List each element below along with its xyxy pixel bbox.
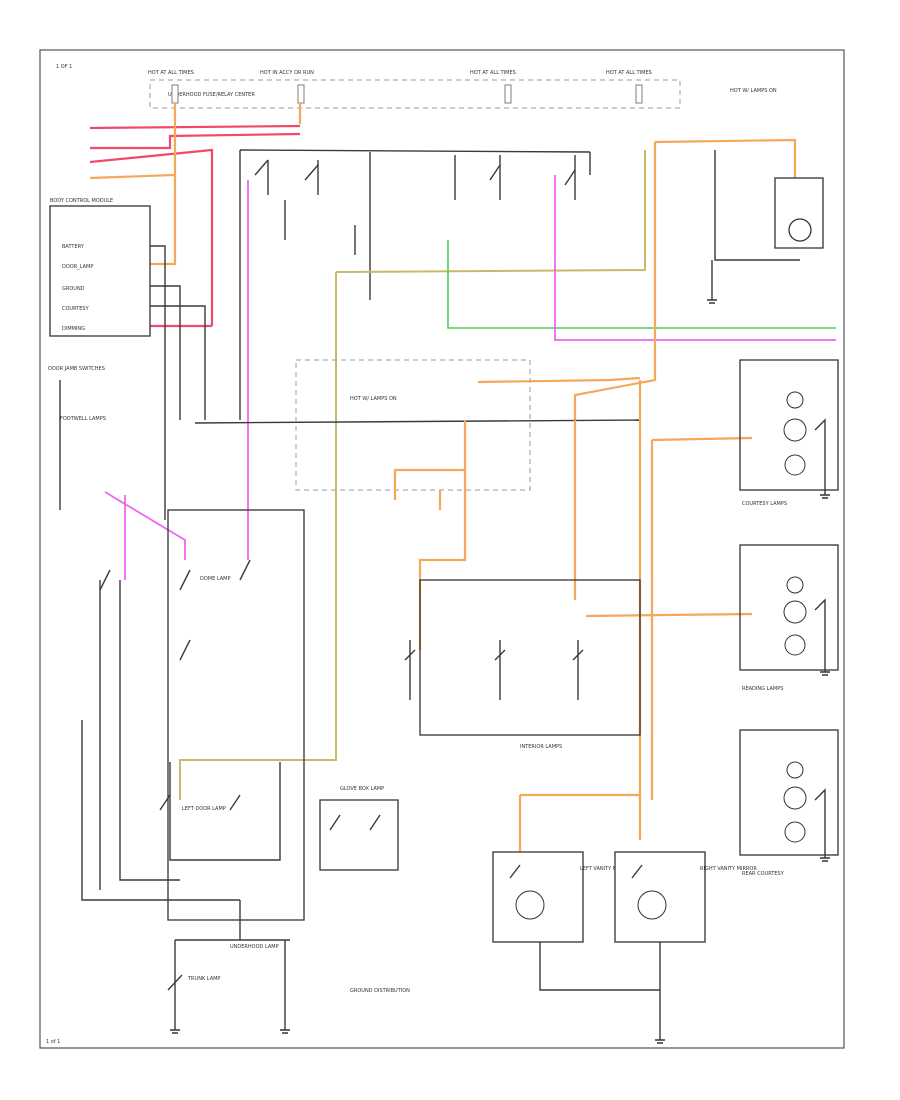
hot-label-4: HOT AT ALL TIMES: [606, 70, 652, 76]
bottom-lamp-left: [492, 851, 660, 991]
pin-label-2: DOOR_LAMP: [62, 264, 93, 270]
bottom-left-harness: [167, 900, 290, 1030]
center-note: HOT W/ LAMPS ON: [350, 396, 397, 402]
pink-wire-1: [554, 175, 836, 341]
ground-symbols: [170, 299, 830, 1044]
right-relay-lamp-icon: [788, 218, 812, 242]
orange-wire-1: [89, 103, 177, 180]
tan-wire-2: [179, 272, 337, 800]
fuse-box-label: UNDERHOOD FUSE/RELAY CENTER: [168, 92, 255, 98]
bottom-lamp-right: [614, 851, 706, 1040]
trunk-lamp-label: TRUNK LAMP: [187, 976, 220, 982]
red-wire-3: [89, 148, 214, 326]
hot-label-2: HOT IN ACCY OR RUN: [260, 70, 314, 76]
upper-harness: [239, 149, 591, 420]
orange-mid-1: [477, 376, 641, 384]
orange-wire-2: [150, 175, 177, 266]
reading-lamps-label: READING LAMPS: [742, 686, 783, 692]
right-lamp-3: [739, 729, 839, 858]
orange-right-3: [585, 612, 753, 618]
left-mid-switches: [81, 509, 305, 921]
door-switch-label: DOOR JAMB SWITCHES: [48, 366, 105, 372]
footwell-label: FOOTWELL LAMPS: [60, 416, 106, 422]
left-door-lamp: [159, 762, 281, 861]
courtesy-lamps-label: COURTESY LAMPS: [742, 501, 787, 507]
center-lamp-group: [404, 579, 641, 736]
mid-dash-box: [295, 359, 531, 491]
orange-right-1: [651, 436, 753, 442]
vanity-right-label: RIGHT VANITY MIRROR: [700, 866, 757, 872]
orange-mid-3: [418, 470, 467, 650]
grounds-note: GROUND DISTRIBUTION: [350, 988, 410, 994]
pin-label-3: GROUND: [62, 286, 85, 292]
right-relay-wires: [711, 150, 800, 300]
center-small-module: [319, 799, 399, 871]
pin-label-4: COURTESY: [62, 306, 90, 312]
pink-wire-3: [104, 491, 186, 560]
vanity-left-label: LEFT VANITY MIRROR: [580, 866, 633, 872]
dome-lamp-label: DOME LAMP: [200, 576, 231, 582]
corner-label: 1 OF 1: [56, 64, 72, 70]
glove-box-label: GLOVE BOX LAMP: [340, 786, 384, 792]
left-door-lamp-label: LEFT DOOR LAMP: [182, 806, 226, 812]
green-wire: [447, 240, 836, 329]
top-switch-group: [254, 159, 576, 186]
mid-harness: [194, 419, 641, 424]
fuse-panel-outline: [149, 79, 681, 109]
bottom-center-note: INTERIOR LAMPS: [520, 744, 562, 750]
red-wire-2: [90, 132, 301, 150]
orange-right-5: [520, 793, 642, 800]
orange-wire-vertical: [573, 142, 657, 420]
bcm-wires: [150, 245, 206, 520]
tan-wire-1: [335, 150, 646, 273]
right-hot-label: HOT W/ LAMPS ON: [730, 88, 777, 94]
bcm-module: [49, 205, 151, 337]
red-wire-1: [89, 124, 301, 130]
hot-label-1: HOT AT ALL TIMES: [148, 70, 194, 76]
pin-label-1: BATTERY: [62, 244, 85, 250]
diagram-border: [39, 49, 845, 1049]
rear-courtesy-label: REAR COURTESY: [742, 871, 785, 877]
orange-mid-2: [393, 420, 467, 500]
left-bottom-label: 1 of 1: [46, 1039, 60, 1045]
right-lamp-1: [739, 359, 839, 495]
orange-wire-right: [654, 138, 797, 180]
underhood-lamp-label: UNDERHOOD LAMP: [230, 944, 279, 950]
pin-label-5: DIMMING: [62, 326, 85, 332]
right-lamp-2: [739, 544, 839, 672]
hot-label-3: HOT AT ALL TIMES: [470, 70, 516, 76]
bcm-label: BODY CONTROL MODULE: [50, 198, 113, 204]
